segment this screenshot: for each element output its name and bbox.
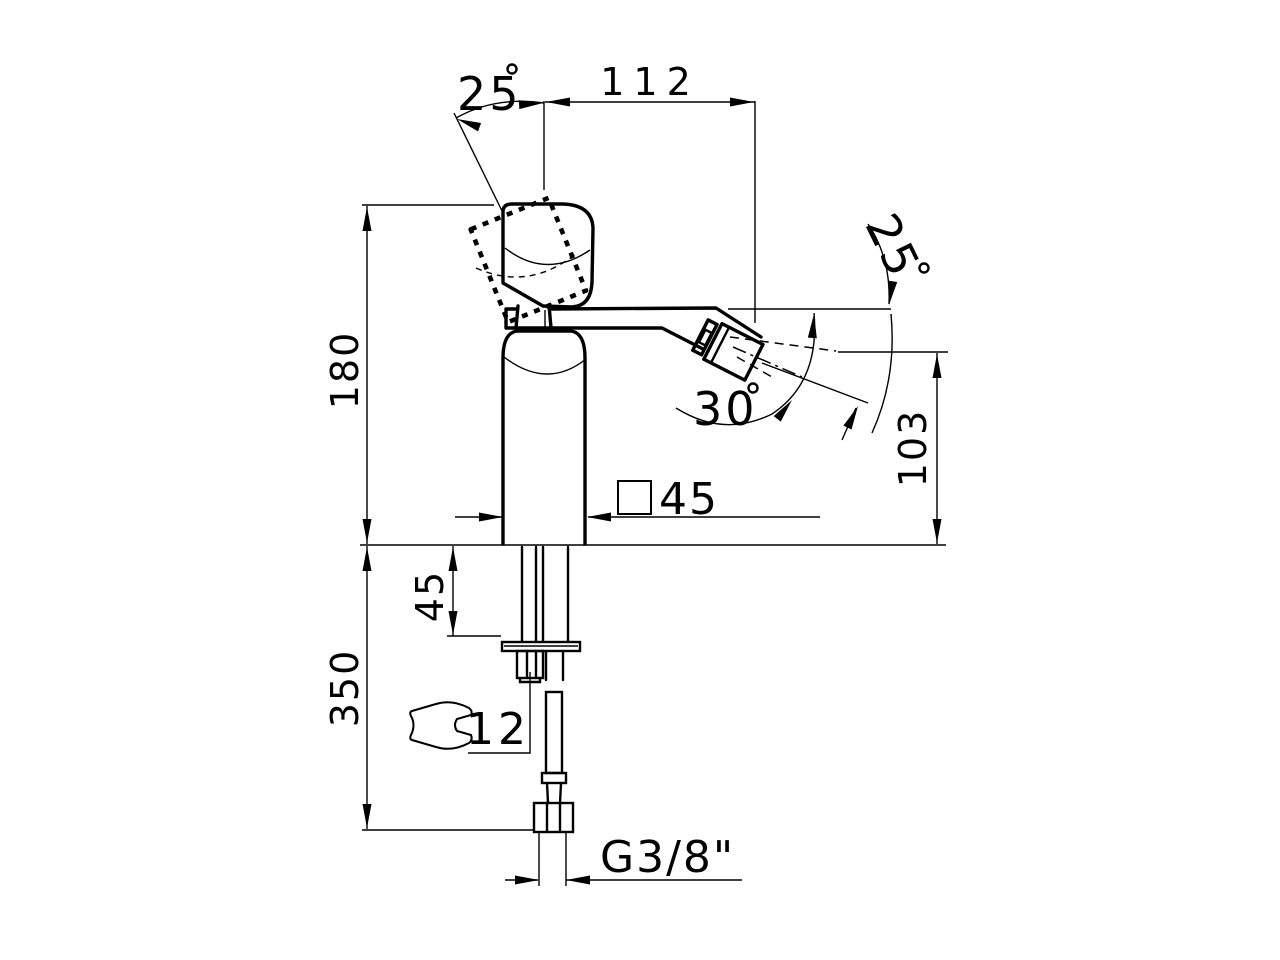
hose-hex-nut [532, 801, 575, 834]
dim-112: 112 [543, 60, 756, 323]
handle-neck [514, 303, 553, 330]
dim-g38: G3/8" [505, 832, 742, 886]
dim-25-spout-label: 25 [855, 205, 932, 287]
callout-wrench-12: 12 [409, 672, 531, 755]
wrench-icon [409, 701, 473, 750]
dim-45-deck-label: 45 [408, 570, 452, 622]
degree-symbol [918, 262, 930, 274]
spout-arm [504, 306, 763, 351]
dim-112-label: 112 [600, 60, 700, 104]
dim-45-deck: 45 [408, 546, 501, 637]
spray-lines [729, 336, 837, 378]
supply-hose [540, 649, 568, 805]
faucet-body [501, 329, 587, 546]
dim-350-label: 350 [323, 649, 367, 728]
dim-103: 103 [838, 351, 948, 544]
handle-knob [501, 202, 595, 309]
dim-g38-label: G3/8" [600, 832, 735, 883]
square-section-icon [617, 480, 652, 515]
dim-103-label: 103 [891, 409, 935, 488]
degree-symbol [747, 382, 759, 394]
dim-square-45: 45 [455, 474, 820, 525]
handle-highlight-arc [504, 247, 591, 266]
dim-350: 350 [323, 546, 534, 831]
aerator-nozzle [690, 318, 765, 382]
dim-square-45-label: 45 [659, 474, 719, 525]
degree-symbol [506, 63, 518, 75]
handle-highlight-arc-dashed [475, 251, 579, 278]
dim-30-spray: 30 [675, 312, 817, 436]
dim-25-spout: 25 [728, 205, 932, 441]
mounting-flange [500, 640, 582, 653]
dim-30-spray-label: 30 [693, 382, 758, 436]
handle-knob-tilted-dashed [468, 195, 589, 325]
faucet-outline [468, 195, 837, 834]
callout-wrench-12-label: 12 [466, 704, 530, 755]
dim-180: 180 [323, 204, 494, 544]
dim-25-handle: 25 [453, 63, 545, 216]
dim-25-handle-label: 25 [457, 67, 522, 121]
dim-180-label: 180 [323, 331, 367, 410]
threaded-shank [520, 545, 570, 643]
body-highlight-arc [503, 356, 587, 375]
